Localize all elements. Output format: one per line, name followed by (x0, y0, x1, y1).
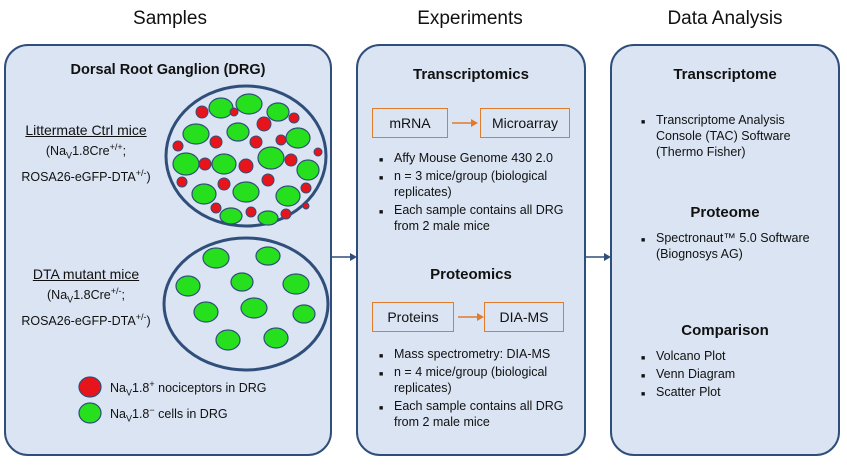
bullet-item: Spectronaut™ 5.0 Software (Biognosys AG) (641, 230, 818, 262)
comparison-bullets: Volcano Plot Venn Diagram Scatter Plot (638, 348, 818, 403)
mutant-mice-label: DTA mutant mice (NaV1.8Cre+/-; ROSA26-eG… (6, 266, 166, 330)
dia-ms-box: DIA-MS (484, 302, 564, 332)
experiments-title: Experiments (417, 8, 523, 29)
ctrl-mice-name: Littermate Ctrl mice (25, 122, 147, 138)
red-cell (275, 134, 287, 146)
green-cell (257, 210, 279, 226)
red-cell (229, 107, 239, 117)
red-cell (280, 208, 292, 220)
experiments-panel: Transcriptomics mRNA Microarray Affy Mou… (356, 44, 586, 456)
red-cell (288, 112, 300, 124)
green-cell (182, 123, 210, 145)
transcriptomics-bullets: Affy Mouse Genome 430 2.0 n = 3 mice/gro… (376, 150, 576, 236)
transcriptome-bullets: Transcriptome Analysis Console (TAC) Sof… (638, 112, 818, 162)
green-cell (211, 153, 237, 175)
proteomics-heading: Proteomics (430, 266, 512, 283)
bullet-item: Each sample contains all DRG from 2 male… (379, 398, 576, 430)
green-cell (202, 247, 230, 269)
drg-heading: Dorsal Root Ganglion (DRG) (70, 62, 266, 78)
green-cell (235, 93, 263, 115)
legend-red-label: NaV1.8+ nociceptors in DRG (110, 379, 267, 398)
green-cell (175, 275, 201, 297)
mrna-box: mRNA (372, 108, 448, 138)
transcriptome-heading: Transcriptome (673, 66, 777, 83)
proteomics-bullets: Mass spectrometry: DIA-MS n = 4 mice/gro… (376, 346, 576, 432)
red-cell (249, 135, 263, 149)
red-cell (172, 140, 184, 152)
legend-green-dot (78, 402, 102, 424)
mutant-cells (175, 246, 316, 351)
green-cell (232, 181, 260, 203)
red-cell (284, 153, 298, 167)
green-cell (240, 297, 268, 319)
bullet-item: n = 3 mice/group (biological replicates) (379, 168, 576, 200)
comparison-heading: Comparison (681, 322, 769, 339)
green-cell (193, 301, 219, 323)
green-cell (208, 97, 234, 119)
red-cell (245, 206, 257, 218)
proteome-bullets: Spectronaut™ 5.0 Software (Biognosys AG) (638, 230, 818, 264)
green-cell (285, 127, 311, 149)
red-cell (176, 176, 188, 188)
ctrl-mice-label: Littermate Ctrl mice (NaV1.8Cre+/+; ROSA… (6, 122, 166, 186)
data-analysis-title: Data Analysis (667, 8, 783, 29)
red-cell (238, 158, 254, 174)
proteins-box: Proteins (372, 302, 454, 332)
drg-cells-svg (78, 84, 330, 424)
green-cell (219, 207, 243, 225)
bullet-item: Venn Diagram (641, 366, 818, 385)
mutant-genotype-1: (NaV1.8Cre+/-; (47, 286, 125, 305)
bullet-item: n = 4 mice/group (biological replicates) (379, 364, 576, 396)
proteins-arrow (458, 313, 484, 321)
analysis-panel: Transcriptome Transcriptome Analysis Con… (610, 44, 840, 456)
microarray-box: Microarray (480, 108, 570, 138)
green-cell (275, 185, 301, 207)
bullet-item: Mass spectrometry: DIA-MS (379, 346, 576, 365)
green-cell (257, 146, 285, 170)
green-cell (255, 246, 281, 266)
arrow-samples-to-experiments (332, 253, 357, 261)
proteome-heading: Proteome (690, 204, 760, 221)
bullet-item: Affy Mouse Genome 430 2.0 (379, 150, 576, 169)
green-cell (230, 272, 254, 292)
bullet-item: Volcano Plot (641, 348, 818, 367)
green-cell (292, 304, 316, 324)
legend-green-label: NaV1.8− cells in DRG (110, 405, 228, 424)
red-cell (261, 173, 275, 187)
mrna-arrow (452, 119, 478, 127)
green-cell (266, 102, 290, 122)
red-cell (300, 182, 312, 194)
ctrl-genotype-1: (NaV1.8Cre+/+; (45, 142, 127, 161)
green-cell (263, 327, 289, 349)
red-cell (210, 202, 222, 214)
samples-panel: Dorsal Root Ganglion (DRG) Littermate Ct… (4, 44, 332, 456)
green-cell (226, 122, 250, 142)
red-cell (302, 202, 310, 210)
green-cell (215, 329, 241, 351)
bullet-item: Scatter Plot (641, 384, 818, 403)
mutant-genotype-2: ROSA26-eGFP-DTA+/-) (21, 311, 151, 328)
green-cell (282, 273, 310, 295)
green-cell (296, 159, 320, 181)
red-cell (256, 116, 272, 132)
transcriptomics-heading: Transcriptomics (413, 66, 529, 83)
green-cell (172, 152, 200, 176)
red-cell (209, 135, 223, 149)
ctrl-cells (172, 93, 323, 226)
arrow-experiments-to-analysis (586, 253, 611, 261)
green-cell (191, 183, 217, 205)
red-cell (195, 105, 209, 119)
red-cell (313, 147, 323, 157)
mutant-mice-name: DTA mutant mice (32, 266, 140, 282)
red-cell (198, 157, 212, 171)
red-cell (217, 177, 231, 191)
legend-red-dot (78, 376, 102, 398)
ctrl-genotype-2: ROSA26-eGFP-DTA+/-) (21, 167, 151, 184)
samples-title: Samples (133, 8, 207, 29)
bullet-item: Each sample contains all DRG from 2 male… (379, 202, 576, 234)
bullet-item: Transcriptome Analysis Console (TAC) Sof… (641, 112, 818, 160)
